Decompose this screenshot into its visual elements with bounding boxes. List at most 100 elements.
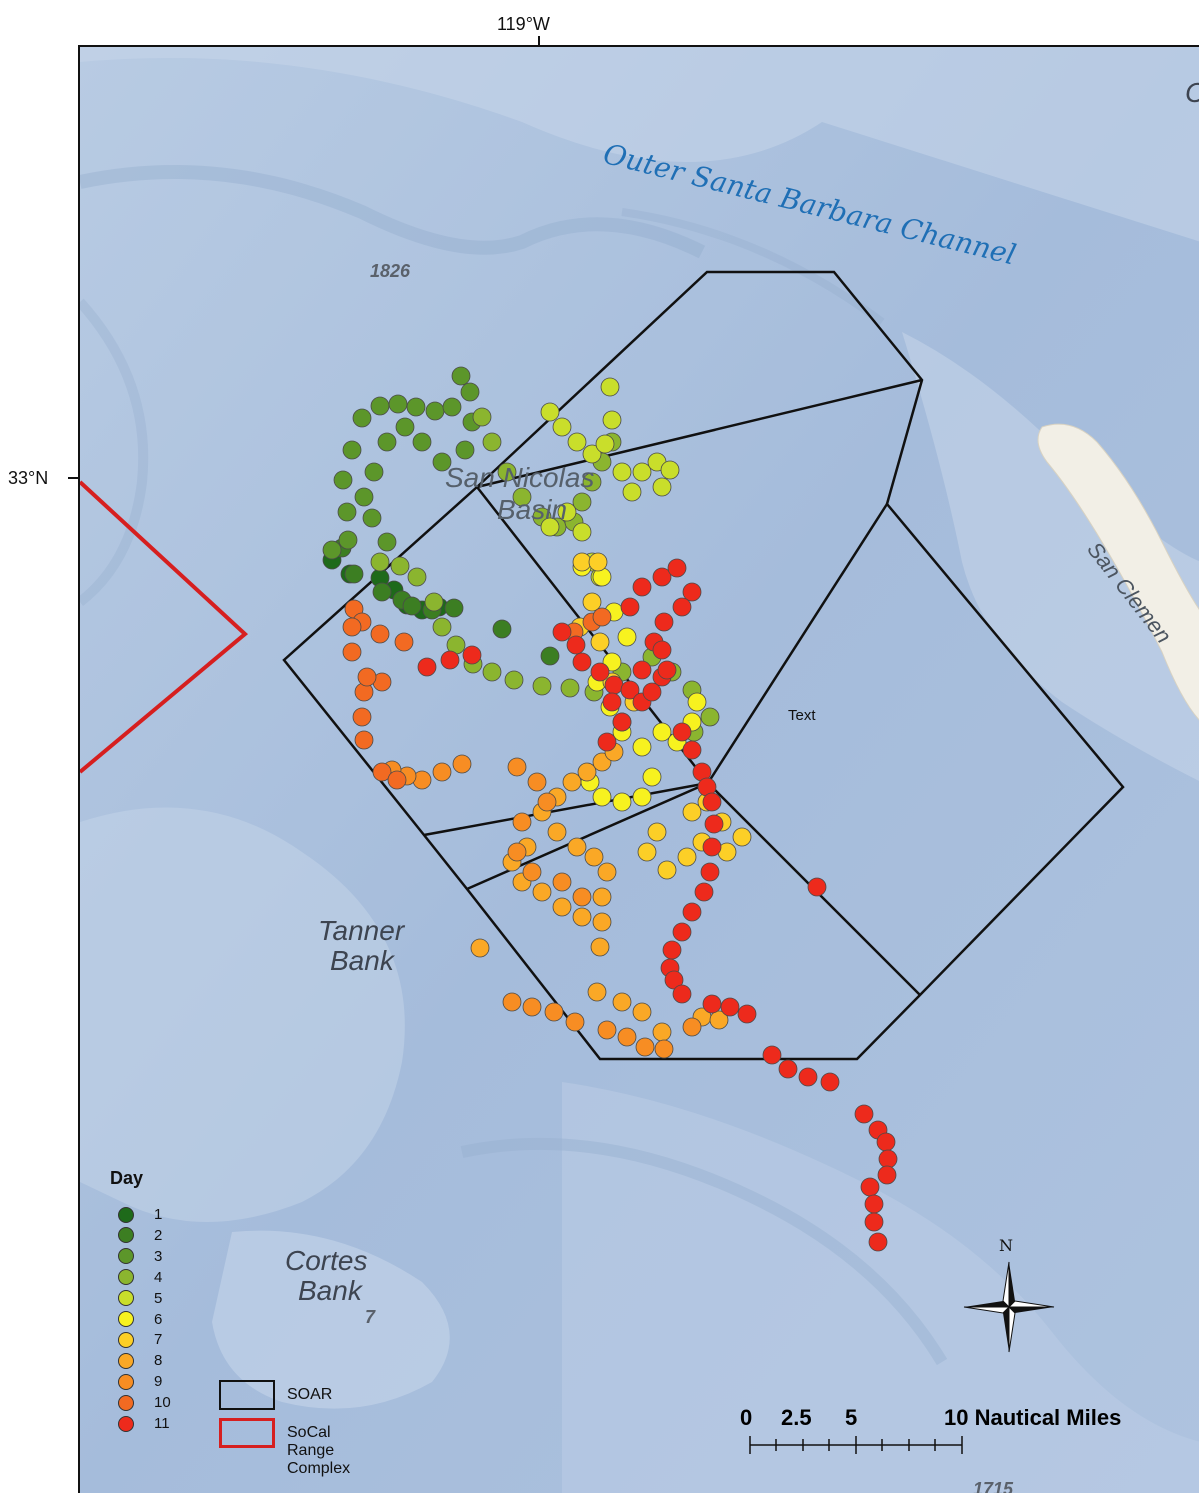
track-point-day-6 bbox=[592, 787, 612, 807]
track-point-day-8 bbox=[577, 762, 597, 782]
track-point-day-9 bbox=[507, 757, 527, 777]
map-canvas bbox=[80, 47, 1199, 1493]
track-point-day-8 bbox=[587, 982, 607, 1002]
track-point-day-11 bbox=[672, 984, 692, 1004]
legend-day-label: 5 bbox=[154, 1289, 163, 1307]
track-point-day-6 bbox=[687, 692, 707, 712]
legend-day-label: 7 bbox=[154, 1331, 163, 1349]
track-point-day-11 bbox=[694, 882, 714, 902]
track-point-day-8 bbox=[612, 992, 632, 1012]
track-point-day-7 bbox=[637, 842, 657, 862]
track-point-day-4 bbox=[472, 407, 492, 427]
track-point-day-11 bbox=[864, 1194, 884, 1214]
cortes-bank-label-line1: Cortes bbox=[285, 1245, 368, 1276]
track-point-day-5 bbox=[582, 444, 602, 464]
socal-range-complex-boundary bbox=[80, 480, 249, 774]
track-point-day-6 bbox=[632, 787, 652, 807]
track-point-day-11 bbox=[590, 662, 610, 682]
track-point-day-4 bbox=[504, 670, 524, 690]
legend-day-swatch bbox=[118, 1373, 134, 1390]
legend-day-7: 7 bbox=[118, 1331, 162, 1348]
track-point-day-11 bbox=[462, 645, 482, 665]
socal-legend-label: SoCal Range Complex bbox=[287, 1424, 351, 1477]
track-point-day-11 bbox=[654, 612, 674, 632]
track-point-day-9 bbox=[512, 812, 532, 832]
track-point-day-11 bbox=[664, 970, 684, 990]
track-point-day-10 bbox=[387, 770, 407, 790]
track-point-day-11 bbox=[604, 675, 624, 695]
scale-label-0: 0 bbox=[740, 1405, 753, 1430]
legend-day-swatch bbox=[118, 1227, 134, 1244]
track-point-day-9 bbox=[527, 772, 547, 792]
track-point-day-9 bbox=[552, 872, 572, 892]
track-point-day-3 bbox=[451, 366, 471, 386]
legend-day-label: 9 bbox=[154, 1373, 163, 1391]
corner-label: C bbox=[1185, 77, 1199, 109]
track-point-day-11 bbox=[620, 597, 640, 617]
legend-day-11: 11 bbox=[118, 1415, 170, 1432]
track-point-day-8 bbox=[652, 1022, 672, 1042]
depth-label-1826: 1826 bbox=[370, 261, 411, 281]
track-point-day-2 bbox=[540, 646, 560, 666]
track-point-day-3 bbox=[342, 440, 362, 460]
depth-label-1715: 1715 bbox=[973, 1479, 1014, 1493]
depth-label-7: 7 bbox=[365, 1307, 376, 1327]
track-point-day-11 bbox=[702, 837, 722, 857]
track-point-day-2 bbox=[402, 596, 422, 616]
legend-day-swatch bbox=[118, 1311, 134, 1327]
track-point-day-10 bbox=[354, 730, 374, 750]
basin-label-line1: San Nicolas bbox=[445, 462, 595, 493]
track-point-day-3 bbox=[412, 432, 432, 452]
track-point-day-11 bbox=[876, 1132, 896, 1152]
legend-day-swatch bbox=[118, 1415, 134, 1432]
track-point-day-11 bbox=[702, 994, 722, 1014]
latitude-tick-mark bbox=[68, 477, 78, 479]
track-point-day-9 bbox=[507, 842, 527, 862]
track-point-day-11 bbox=[704, 814, 724, 834]
legend-day-10: 10 bbox=[118, 1394, 171, 1411]
track-point-day-8 bbox=[592, 912, 612, 932]
track-point-day-9 bbox=[522, 862, 542, 882]
legend-day-label: 3 bbox=[154, 1247, 163, 1265]
track-point-day-6 bbox=[632, 737, 652, 757]
legend-day-swatch bbox=[118, 1331, 134, 1348]
track-point-day-7 bbox=[590, 632, 610, 652]
track-point-day-4 bbox=[560, 678, 580, 698]
track-point-day-6 bbox=[612, 792, 632, 812]
track-point-day-11 bbox=[868, 1232, 888, 1252]
track-point-day-5 bbox=[595, 434, 615, 454]
track-point-day-4 bbox=[582, 472, 602, 492]
soar-boundaries bbox=[282, 270, 1125, 1061]
track-point-day-3 bbox=[442, 397, 462, 417]
track-point-day-3 bbox=[377, 432, 397, 452]
legend-day-swatch bbox=[118, 1206, 134, 1223]
track-point-day-3 bbox=[338, 530, 358, 550]
track-point-day-11 bbox=[762, 1045, 782, 1065]
track-point-day-11 bbox=[566, 635, 586, 655]
basin-label-line2: Basin bbox=[497, 494, 568, 525]
track-point-day-10 bbox=[342, 642, 362, 662]
track-point-day-4 bbox=[572, 492, 592, 512]
track-point-day-11 bbox=[672, 597, 692, 617]
track-point-day-11 bbox=[820, 1072, 840, 1092]
track-point-day-11 bbox=[632, 660, 652, 680]
track-point-day-9 bbox=[654, 1039, 674, 1059]
track-point-day-4 bbox=[512, 487, 532, 507]
track-point-day-3 bbox=[370, 396, 390, 416]
legend-title: Day bbox=[110, 1168, 144, 1188]
legend-day-label: 4 bbox=[154, 1268, 163, 1286]
track-point-day-10 bbox=[372, 762, 392, 782]
scale-label-5: 5 bbox=[845, 1405, 858, 1430]
legend-day-label: 6 bbox=[154, 1310, 163, 1328]
track-point-day-5 bbox=[632, 462, 652, 482]
track-point-day-9 bbox=[565, 1012, 585, 1032]
legend-day-2: 2 bbox=[118, 1227, 162, 1244]
track-point-day-3 bbox=[395, 417, 415, 437]
track-point-day-3 bbox=[425, 401, 445, 421]
track-point-day-2 bbox=[344, 564, 364, 584]
track-point-day-9 bbox=[617, 1027, 637, 1047]
legend-day-label: 10 bbox=[154, 1394, 171, 1412]
track-point-day-10 bbox=[352, 707, 372, 727]
track-point-day-3 bbox=[352, 408, 372, 428]
